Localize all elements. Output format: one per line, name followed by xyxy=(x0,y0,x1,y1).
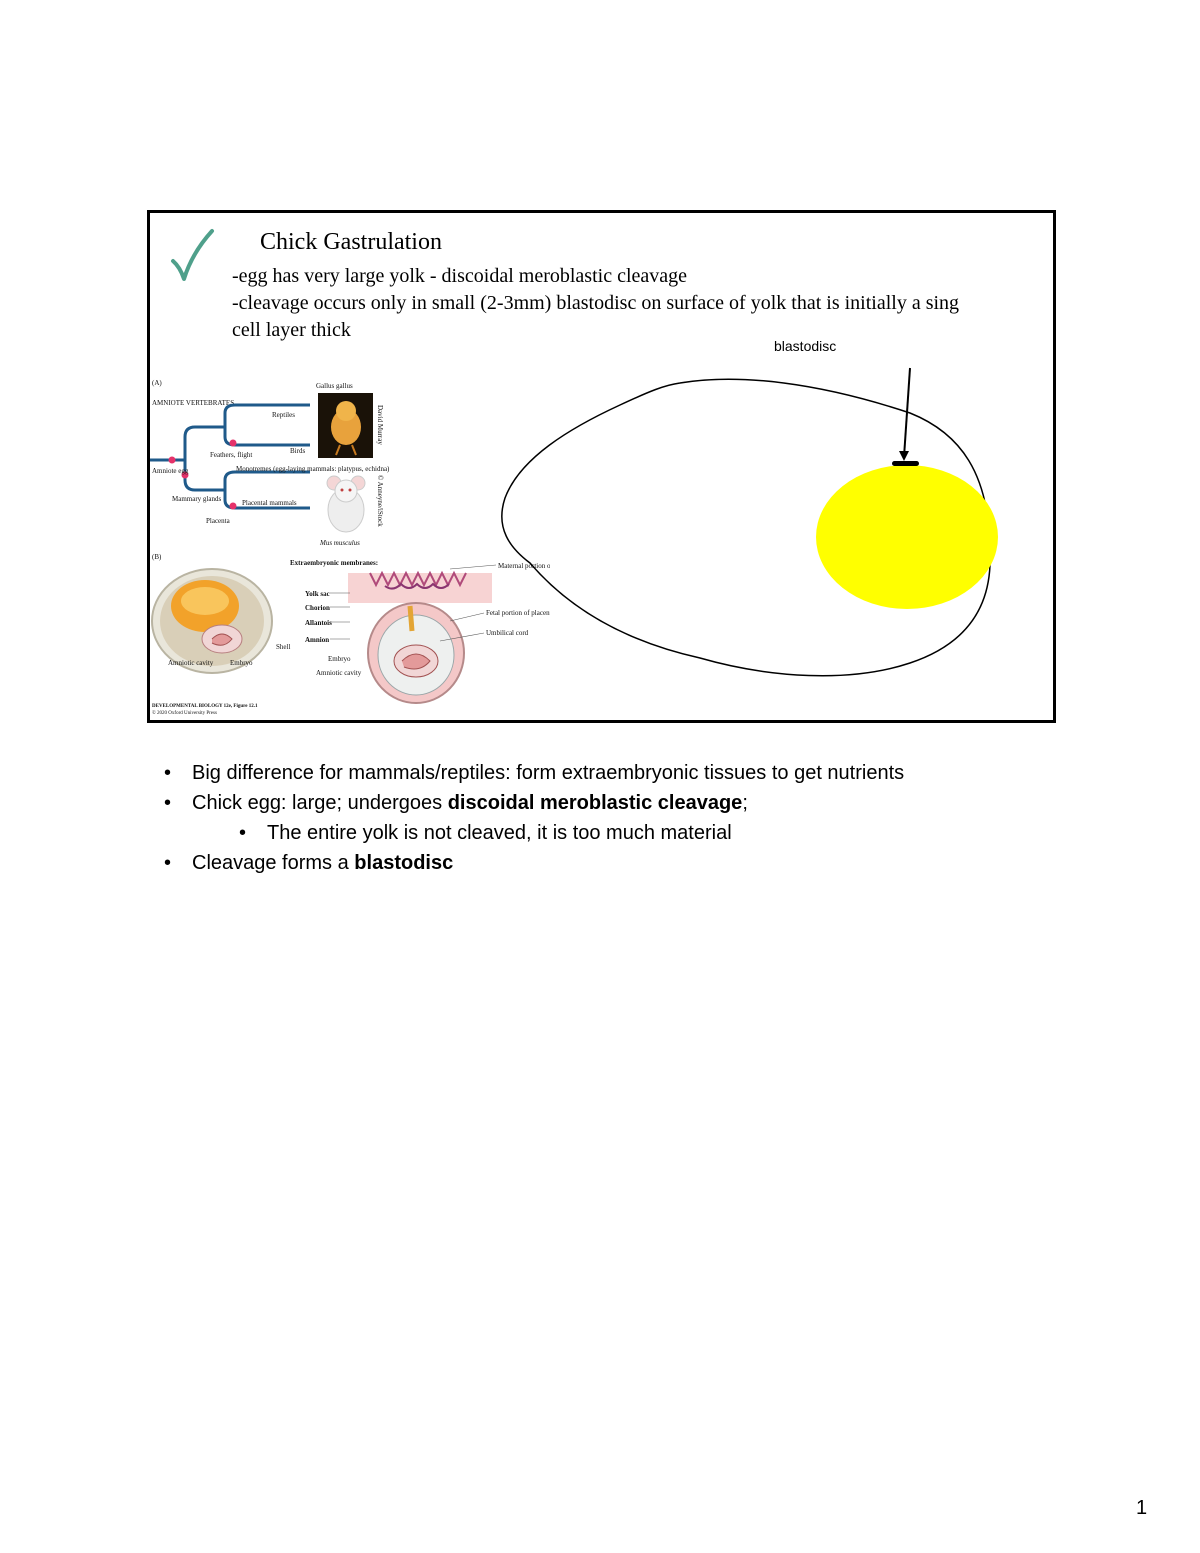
birds-label: Birds xyxy=(290,447,305,455)
mammary-label: Mammary glands xyxy=(172,495,221,503)
photo-credit-1: David Murray xyxy=(376,405,384,445)
amniote-phylogeny-figure: (A) AMNIOTE VERTEBRATES Reptiles Birds F… xyxy=(150,375,390,550)
figure-credit-a: DEVELOPMENTAL BIOLOGY 12e, Figure 12.1 xyxy=(152,704,258,709)
blastodisc-label: blastodisc xyxy=(774,338,836,354)
slide-line-2: -cleavage occurs only in small (2-3mm) b… xyxy=(232,292,959,315)
amnion-label: Amnion xyxy=(305,636,329,644)
blastodisc xyxy=(892,461,919,466)
note-bullet-1: Big difference for mammals/reptiles: for… xyxy=(160,758,904,788)
shell-label: Shell xyxy=(276,643,290,651)
page-number: 1 xyxy=(1136,1497,1147,1520)
embryo-label: Embryo xyxy=(230,659,253,667)
note-bullet-3: Cleavage forms a blastodisc xyxy=(160,848,904,878)
mouse-photo xyxy=(327,476,365,532)
embryo2-label: Embryo xyxy=(328,655,351,663)
allantois-label: Allantois xyxy=(305,619,332,627)
mus-label: Mus musculus xyxy=(319,539,360,547)
slide-line-3: cell layer thick xyxy=(232,319,351,342)
yolk-sac-label: Yolk sac xyxy=(305,590,330,598)
slide-title: Chick Gastrulation xyxy=(260,229,442,256)
amniote-egg-label: Amniote egg xyxy=(152,467,189,475)
note-sub-bullet: The entire yolk is not cleaved, it is to… xyxy=(235,818,904,848)
slide-line-1: -egg has very large yolk - discoidal mer… xyxy=(232,265,687,288)
placental-label: Placental mammals xyxy=(242,499,297,507)
checkmark-icon xyxy=(168,227,218,287)
amniotic-cavity-label: Amniotic cavity xyxy=(168,659,214,667)
slide-image: Chick Gastrulation -egg has very large y… xyxy=(147,210,1056,723)
amniotic-cavity2-label: Amniotic cavity xyxy=(316,669,362,677)
figure-credit-b: © 2020 Oxford University Press xyxy=(152,710,217,716)
panel-a-label: (A) xyxy=(152,379,162,387)
lecture-notes: Big difference for mammals/reptiles: for… xyxy=(160,758,904,878)
panel-b-label: (B) xyxy=(152,553,162,561)
note-bullet-2: Chick egg: large; undergoes discoidal me… xyxy=(160,788,904,818)
monotremes-label: Monotremes (egg-laying mammals: platypus… xyxy=(236,465,390,473)
feathers-label: Feathers, flight xyxy=(210,451,252,459)
yolk xyxy=(816,465,998,609)
gallus-label: Gallus gallus xyxy=(316,382,353,390)
extraembryonic-label: Extraembryonic membranes: xyxy=(290,559,378,567)
egg-diagram xyxy=(490,333,1010,693)
amniote-group-label: AMNIOTE VERTEBRATES xyxy=(152,399,234,407)
placenta-label: Placenta xyxy=(206,517,231,525)
photo-credit-2: © Anneyne/iStock xyxy=(376,475,384,527)
reptiles-label: Reptiles xyxy=(272,411,295,419)
bold-term-cleavage: discoidal meroblastic cleavage xyxy=(448,792,743,814)
bold-term-blastodisc: blastodisc xyxy=(354,852,453,874)
chorion-label: Chorion xyxy=(305,604,330,612)
